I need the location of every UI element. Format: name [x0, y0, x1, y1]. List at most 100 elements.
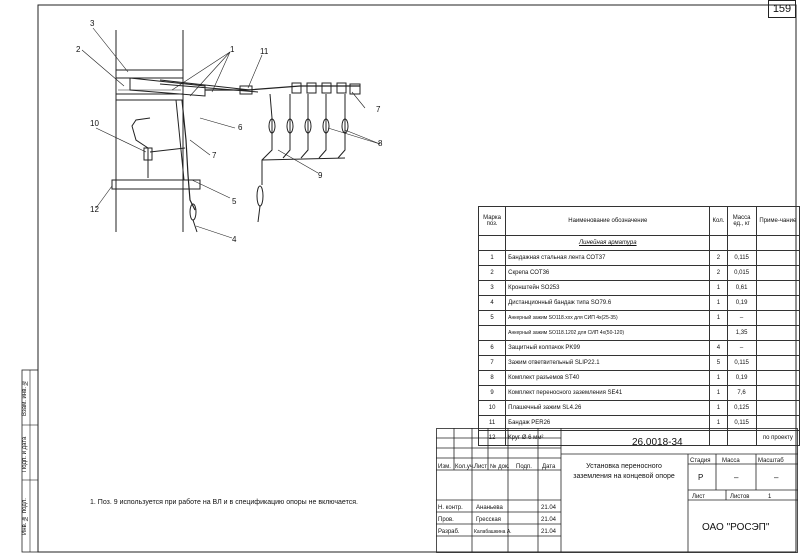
- spec-cell-mass: 0,115: [726, 250, 757, 266]
- spec-cell-note: [755, 325, 800, 341]
- spec-cell-qty: 1: [709, 370, 728, 386]
- col-kol: Кол.уч.: [455, 464, 475, 470]
- spec-cell-pos: 8: [477, 370, 507, 386]
- col-doc: № док.: [490, 463, 510, 470]
- spec-cell-note: [755, 310, 800, 326]
- header-qty: Кол.: [709, 206, 728, 236]
- spec-cell-mass: 0,19: [726, 295, 757, 311]
- header-pos: Марка поз.: [477, 206, 507, 236]
- spec-cell-mass: 0,015: [726, 265, 757, 281]
- spec-cell-pos: 5: [477, 310, 507, 326]
- page-number: 159: [768, 0, 796, 18]
- callout-5: 6: [238, 123, 243, 132]
- spec-cell-qty: 1: [709, 280, 728, 296]
- spec-cell-qty: 1: [709, 385, 728, 401]
- spec-section-row: Линейная арматура: [477, 235, 800, 251]
- stamp-signature-date: Подп. и дата: [22, 436, 28, 472]
- callout-4: 5: [232, 197, 237, 206]
- callout-10: 10: [90, 119, 99, 128]
- spec-cell-qty: 1: [709, 400, 728, 416]
- spec-cell-pos: 2: [477, 265, 507, 281]
- stage-label: Стадия: [690, 458, 710, 464]
- header-note: Приме-чание: [755, 206, 800, 236]
- spec-cell-mass: 1,35: [726, 325, 757, 341]
- band-middle: [115, 93, 184, 101]
- spec-cell-name: Комплект переносного заземления SE41: [505, 385, 711, 401]
- col-izm: Изм.: [438, 464, 451, 470]
- spec-cell-qty: 2: [709, 265, 728, 281]
- bracket-so253: [129, 77, 206, 97]
- callout-2: 2: [76, 45, 81, 54]
- spec-cell-name: Плашечный зажим SL4.26: [505, 400, 711, 416]
- spec-cell-name: Зажим ответвительный SLIP22.1: [505, 355, 711, 371]
- callout-9: 9: [318, 171, 323, 180]
- spec-cell-pos: 9: [477, 385, 507, 401]
- spec-cell-name: Дистанционный бандаж типа SO79.6: [505, 295, 711, 311]
- sheets-value: 1: [768, 494, 772, 500]
- scale-value: –: [774, 473, 779, 482]
- spec-cell-qty: 1: [709, 295, 728, 311]
- callout-8: 8: [378, 139, 383, 148]
- spec-cell-note: [755, 250, 800, 266]
- callout-7-left: 7: [212, 151, 217, 160]
- spec-cell-note: [755, 265, 800, 281]
- header-name: Наименование обозначение: [505, 206, 711, 236]
- col-list: Лист: [474, 464, 487, 470]
- spec-cell-name: Защитный колпачок PK99: [505, 340, 711, 356]
- spec-cell-qty: 2: [709, 250, 728, 266]
- main-cable: [205, 85, 360, 91]
- spec-cell-mass: –: [726, 340, 757, 356]
- spec-cell-pos: 1: [477, 250, 507, 266]
- mass-value: –: [734, 473, 739, 482]
- band-upper: [115, 69, 184, 79]
- spec-cell-name: Анкерный зажим SO118.xxx для СИП 4x(25-3…: [505, 310, 711, 326]
- spec-cell-note: [755, 280, 800, 296]
- spec-cell-mass: 0,125: [726, 400, 757, 416]
- spec-cell-pos: 6: [477, 340, 507, 356]
- spec-row: Анкерный зажим SO118.1202 для СИП 4x(50-…: [477, 325, 800, 341]
- section-title: Линейная арматура: [505, 235, 711, 251]
- spec-cell-name: Анкерный зажим SO118.1202 для СИП 4x(50-…: [505, 325, 711, 341]
- sig-role-0: Н. контр.: [438, 505, 463, 511]
- pole-grounding-drawing: 3 2 1 11 7 6 8 7 10 9 5 12 4: [76, 19, 383, 244]
- spec-cell-name: Бандажная стальная лента СОТ37: [505, 250, 711, 266]
- spec-cell-qty: [709, 325, 728, 341]
- stage-value: Р: [698, 473, 703, 482]
- spec-cell-mass: 0,19: [726, 370, 757, 386]
- spec-cell-pos: 4: [477, 295, 507, 311]
- sig-name-1: Гресская: [476, 517, 501, 523]
- spec-cell-name: Комплект разъемов ST40: [505, 370, 711, 386]
- stamp-inventory-original: Инв. № подл.: [22, 498, 28, 536]
- spec-cell-name: Скрепа СОТ36: [505, 265, 711, 281]
- col-date: Дата: [542, 464, 556, 470]
- footnote: 1. Поз. 9 используется при работе на ВЛ …: [90, 499, 358, 506]
- organization: ОАО "РОСЭП": [702, 522, 770, 533]
- title-block: Изм. Кол.уч. Лист № док. Подп. Дата Н. к…: [436, 428, 798, 553]
- callout-11: 11: [260, 47, 269, 56]
- spec-cell-pos: 7: [477, 355, 507, 371]
- callout-1: 1: [230, 45, 235, 54]
- callout-3: 3: [90, 19, 95, 28]
- sig-name-0: Ананьева: [476, 505, 504, 511]
- header-mass: Масса ед., кг: [726, 206, 757, 236]
- spec-cell-qty: 4: [709, 340, 728, 356]
- sig-role-1: Пров.: [438, 517, 454, 523]
- scale-label: Масштаб: [758, 458, 784, 464]
- callout-12: 12: [90, 205, 99, 214]
- spec-cell-note: [755, 400, 800, 416]
- spec-cell-note: [755, 295, 800, 311]
- spec-cell-mass: –: [726, 310, 757, 326]
- band-lower: [111, 179, 201, 190]
- callout-6: 4: [232, 235, 237, 244]
